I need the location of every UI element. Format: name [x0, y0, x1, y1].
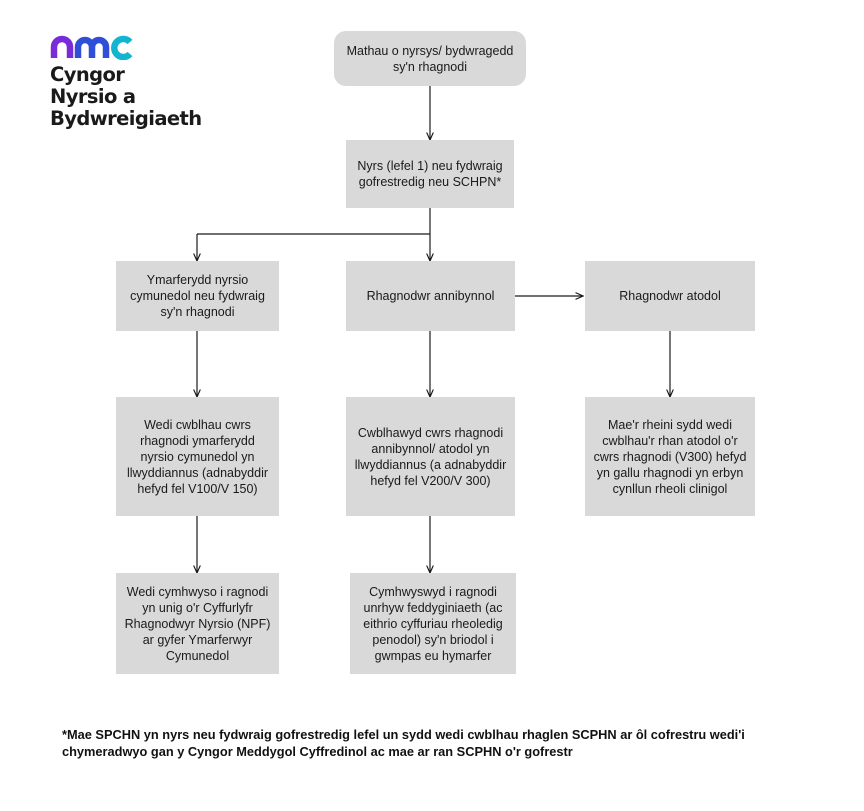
nmc-logo-mark	[50, 35, 133, 60]
logo-line-2: Nyrsio a	[50, 85, 136, 108]
node-community-course-label: Wedi cwblhau cwrs rhagnodi ymarferydd ny…	[126, 417, 269, 496]
node-independent-scope: Cymhwyswyd i ragnodi unrhyw feddyginiaet…	[350, 573, 516, 674]
node-supplementary-prescriber: Rhagnodwr atodol	[585, 261, 755, 331]
node-independent-course: Cwblhawyd cwrs rhagnodi annibynnol/ atod…	[346, 397, 515, 516]
footnote: *Mae SPCHN yn nyrs neu fydwraig gofrestr…	[62, 727, 745, 759]
node-independent-prescriber: Rhagnodwr annibynnol	[346, 261, 515, 331]
node-prescriber-types: Mathau o nyrsys/ bydwragedd sy'n rhagnod…	[334, 31, 526, 86]
node-community-prescriber-label: Ymarferydd nyrsio cymunedol neu fydwraig…	[130, 273, 265, 319]
node-independent-scope-label: Cymhwyswyd i ragnodi unrhyw feddyginiaet…	[363, 584, 503, 663]
node-supplementary-course-label: Mae'r rheini sydd wedi cwblhau'r rhan at…	[593, 417, 747, 496]
node-community-prescriber: Ymarferydd nyrsio cymunedol neu fydwraig…	[116, 261, 279, 331]
logo-n-letter	[50, 35, 74, 58]
logo-m-letter	[74, 36, 110, 58]
logo-c-letter	[111, 35, 133, 60]
node-community-scope-label: Wedi cymhwyso i ragnodi yn unig o'r Cyff…	[124, 584, 271, 663]
logo-text: Cyngor Nyrsio a Bydwreigiaeth	[50, 64, 202, 130]
logo-line-3: Bydwreigiaeth	[50, 107, 202, 130]
node-prescriber-types-label: Mathau o nyrsys/ bydwragedd sy'n rhagnod…	[346, 43, 514, 74]
node-supplementary-course: Mae'r rheini sydd wedi cwblhau'r rhan at…	[585, 397, 755, 516]
node-registered-nurse-label: Nyrs (lefel 1) neu fydwraig gofrestredig…	[357, 159, 503, 189]
node-independent-course-label: Cwblhawyd cwrs rhagnodi annibynnol/ atod…	[354, 425, 507, 488]
node-independent-prescriber-label: Rhagnodwr annibynnol	[366, 289, 495, 303]
node-registered-nurse: Nyrs (lefel 1) neu fydwraig gofrestredig…	[346, 140, 514, 208]
node-community-scope: Wedi cymhwyso i ragnodi yn unig o'r Cyff…	[116, 573, 279, 674]
nmc-logo: Cyngor Nyrsio a Bydwreigiaeth	[50, 34, 202, 130]
node-community-course: Wedi cwblhau cwrs rhagnodi ymarferydd ny…	[116, 397, 279, 516]
node-supplementary-prescriber-label: Rhagnodwr atodol	[619, 289, 721, 303]
logo-line-1: Cyngor	[50, 63, 125, 86]
